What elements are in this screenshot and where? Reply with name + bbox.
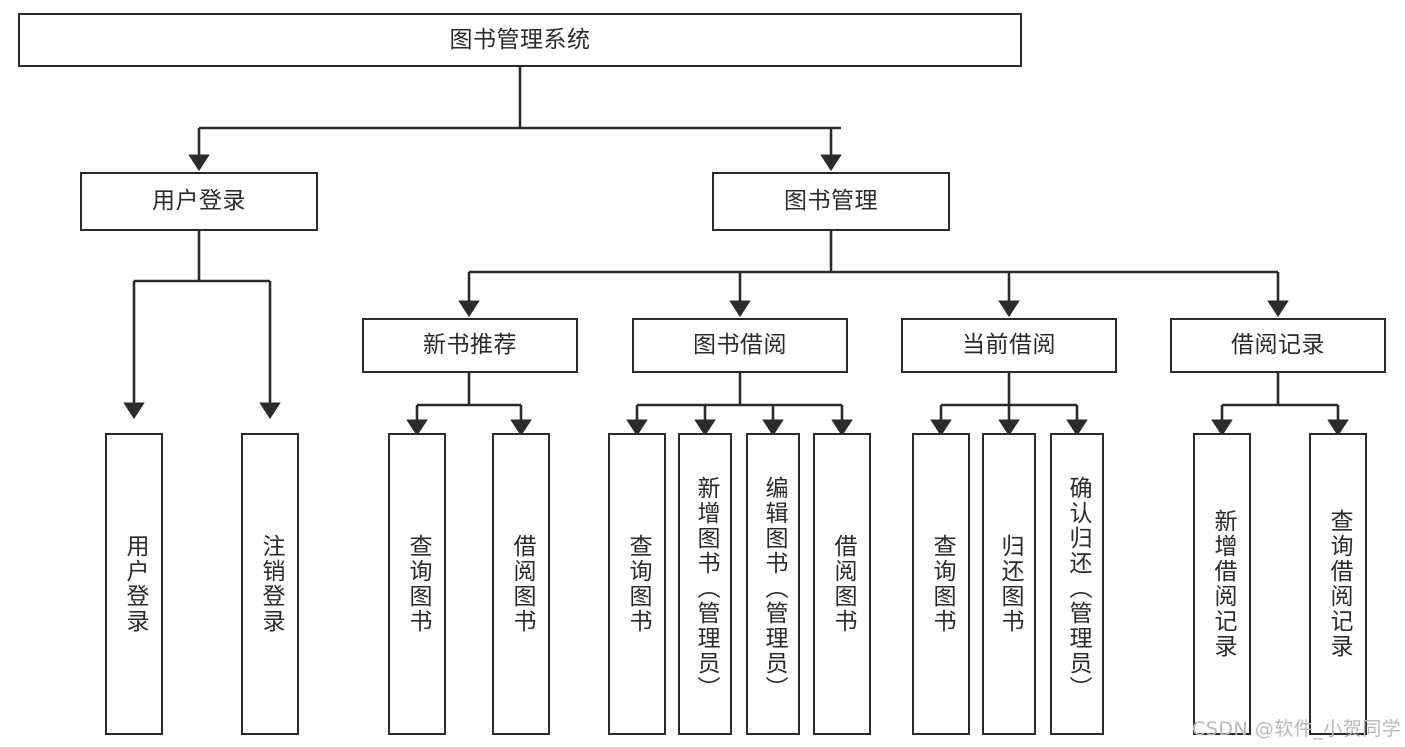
edges-root-to-level2: [188, 67, 842, 172]
edges-bookmgmt-to-level3: [458, 231, 1289, 318]
node-leaf-borrow-books[interactable]: 借阅图书: [813, 433, 871, 735]
node-label: 当前借阅: [962, 332, 1056, 359]
node-label: 编辑图书（管理员）: [760, 475, 787, 701]
node-label: 确认归还（管理员）: [1064, 475, 1091, 701]
node-user-login[interactable]: 用户登录: [80, 172, 318, 231]
edges-borrowrecord-to-leaves: [1211, 373, 1349, 437]
node-label: 新增图书（管理员）: [692, 475, 719, 701]
node-label: 图书管理系统: [449, 26, 591, 53]
node-label: 查询借阅记录: [1325, 509, 1352, 659]
edges-newbook-to-leaves: [406, 373, 532, 437]
node-leaf-query-books-borrow[interactable]: 查询图书: [608, 433, 666, 735]
node-new-book-recommendation[interactable]: 新书推荐: [362, 318, 578, 373]
node-leaf-borrow-books-recommend[interactable]: 借阅图书: [492, 433, 550, 735]
node-book-borrowing[interactable]: 图书借阅: [632, 318, 848, 373]
edges-currentborrow-to-leaves: [930, 373, 1088, 437]
node-label: 用户登录: [121, 534, 148, 634]
node-label: 借阅记录: [1231, 332, 1325, 359]
node-label: 用户登录: [152, 188, 246, 215]
node-label: 查询图书: [624, 534, 651, 634]
node-label: 新增借阅记录: [1209, 509, 1236, 659]
node-label: 归还图书: [996, 534, 1023, 634]
node-leaf-return-books[interactable]: 归还图书: [982, 433, 1036, 735]
edges-booklogin-to-leaves: [123, 231, 281, 420]
node-label: 借阅图书: [508, 534, 535, 634]
node-borrowing-records[interactable]: 借阅记录: [1170, 318, 1386, 373]
node-leaf-query-borrow-record[interactable]: 查询借阅记录: [1309, 433, 1367, 735]
node-root-book-management-system[interactable]: 图书管理系统: [18, 13, 1022, 67]
edges-bookborrow-to-leaves: [626, 373, 853, 437]
node-label: 借阅图书: [829, 534, 856, 634]
node-leaf-add-borrow-record[interactable]: 新增借阅记录: [1193, 433, 1251, 735]
node-leaf-query-books-current[interactable]: 查询图书: [912, 433, 970, 735]
node-leaf-query-books-recommend[interactable]: 查询图书: [388, 433, 446, 735]
node-label: 图书借阅: [693, 332, 787, 359]
node-leaf-edit-book-admin[interactable]: 编辑图书（管理员）: [746, 433, 800, 735]
node-leaf-user-login[interactable]: 用户登录: [105, 433, 163, 735]
node-leaf-logout[interactable]: 注销登录: [241, 433, 299, 735]
node-current-borrowing[interactable]: 当前借阅: [901, 318, 1117, 373]
node-leaf-confirm-return-admin[interactable]: 确认归还（管理员）: [1050, 433, 1104, 735]
node-label: 查询图书: [404, 534, 431, 634]
node-label: 注销登录: [257, 534, 284, 634]
node-leaf-add-book-admin[interactable]: 新增图书（管理员）: [678, 433, 732, 735]
node-label: 查询图书: [928, 534, 955, 634]
node-label: 新书推荐: [423, 332, 517, 359]
node-label: 图书管理: [784, 188, 878, 215]
node-book-management[interactable]: 图书管理: [712, 172, 950, 231]
